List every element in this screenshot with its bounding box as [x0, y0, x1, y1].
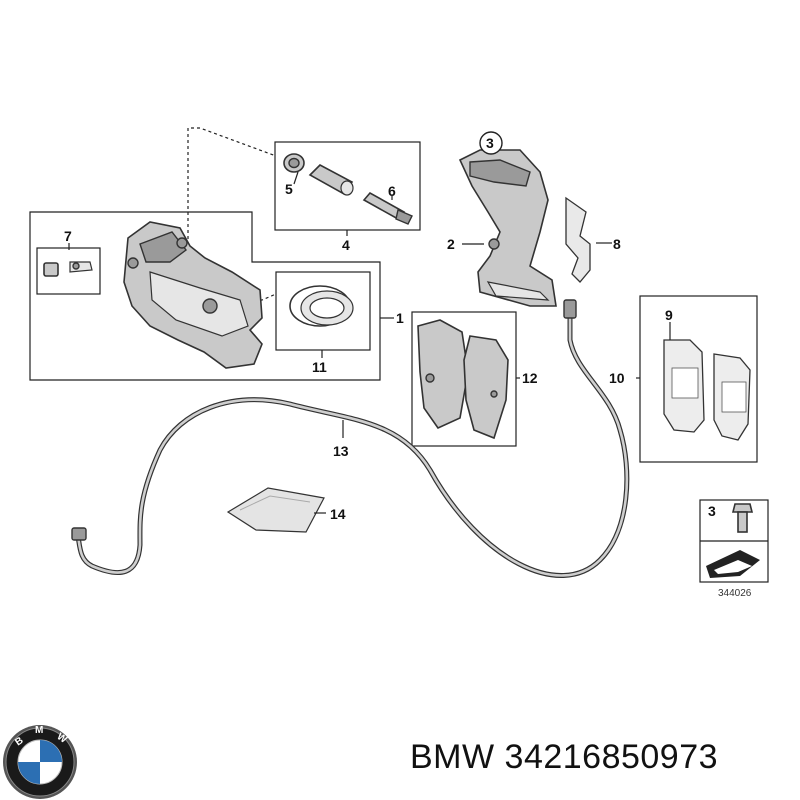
- torque-bolt-icon: [731, 503, 754, 533]
- brake-pads-part: [417, 319, 509, 440]
- bushing-part: [283, 153, 305, 173]
- piston-seal-box: [275, 271, 371, 351]
- part-number-caption: BMW 34216850973: [410, 738, 719, 776]
- legend-callout-3: 3: [708, 503, 716, 519]
- guide-bolt-part: [362, 191, 413, 225]
- brake-caliper: [123, 221, 263, 369]
- pad-clip-part: [663, 339, 751, 441]
- callout-13: 13: [333, 443, 349, 459]
- callout-11: 11: [312, 359, 327, 375]
- torque-arrow-icon: [706, 550, 760, 578]
- brake-pad-box: [411, 311, 517, 447]
- caliper-assembly-box: [29, 211, 381, 381]
- caliper-carrier: [458, 149, 557, 307]
- callout-6: 6: [388, 183, 396, 199]
- callout-3: 3: [486, 135, 494, 151]
- grease-packet-part: [226, 487, 325, 533]
- clip-set-box: [639, 295, 758, 463]
- callout-10: 10: [609, 370, 625, 386]
- spring-clip-part: [565, 196, 591, 283]
- callout-4: 4: [342, 237, 350, 253]
- diagram-number: 344026: [718, 588, 752, 599]
- piston-seal-part: [289, 285, 354, 327]
- callout-12: 12: [522, 370, 538, 386]
- callout-14: 14: [330, 506, 346, 522]
- bmw-roundel-icon: B M W: [3, 725, 77, 799]
- callout-5: 5: [285, 181, 293, 197]
- svg-text:M: M: [35, 725, 43, 736]
- wear-sensor-cable: [71, 299, 630, 578]
- callout-9: 9: [665, 307, 673, 323]
- guide-sleeve-part: [308, 164, 354, 196]
- callout-7: 7: [64, 228, 72, 244]
- callout-1: 1: [396, 310, 404, 326]
- bleeder-valve-part: [43, 261, 93, 277]
- callout-2: 2: [447, 236, 455, 252]
- callout-8: 8: [613, 236, 621, 252]
